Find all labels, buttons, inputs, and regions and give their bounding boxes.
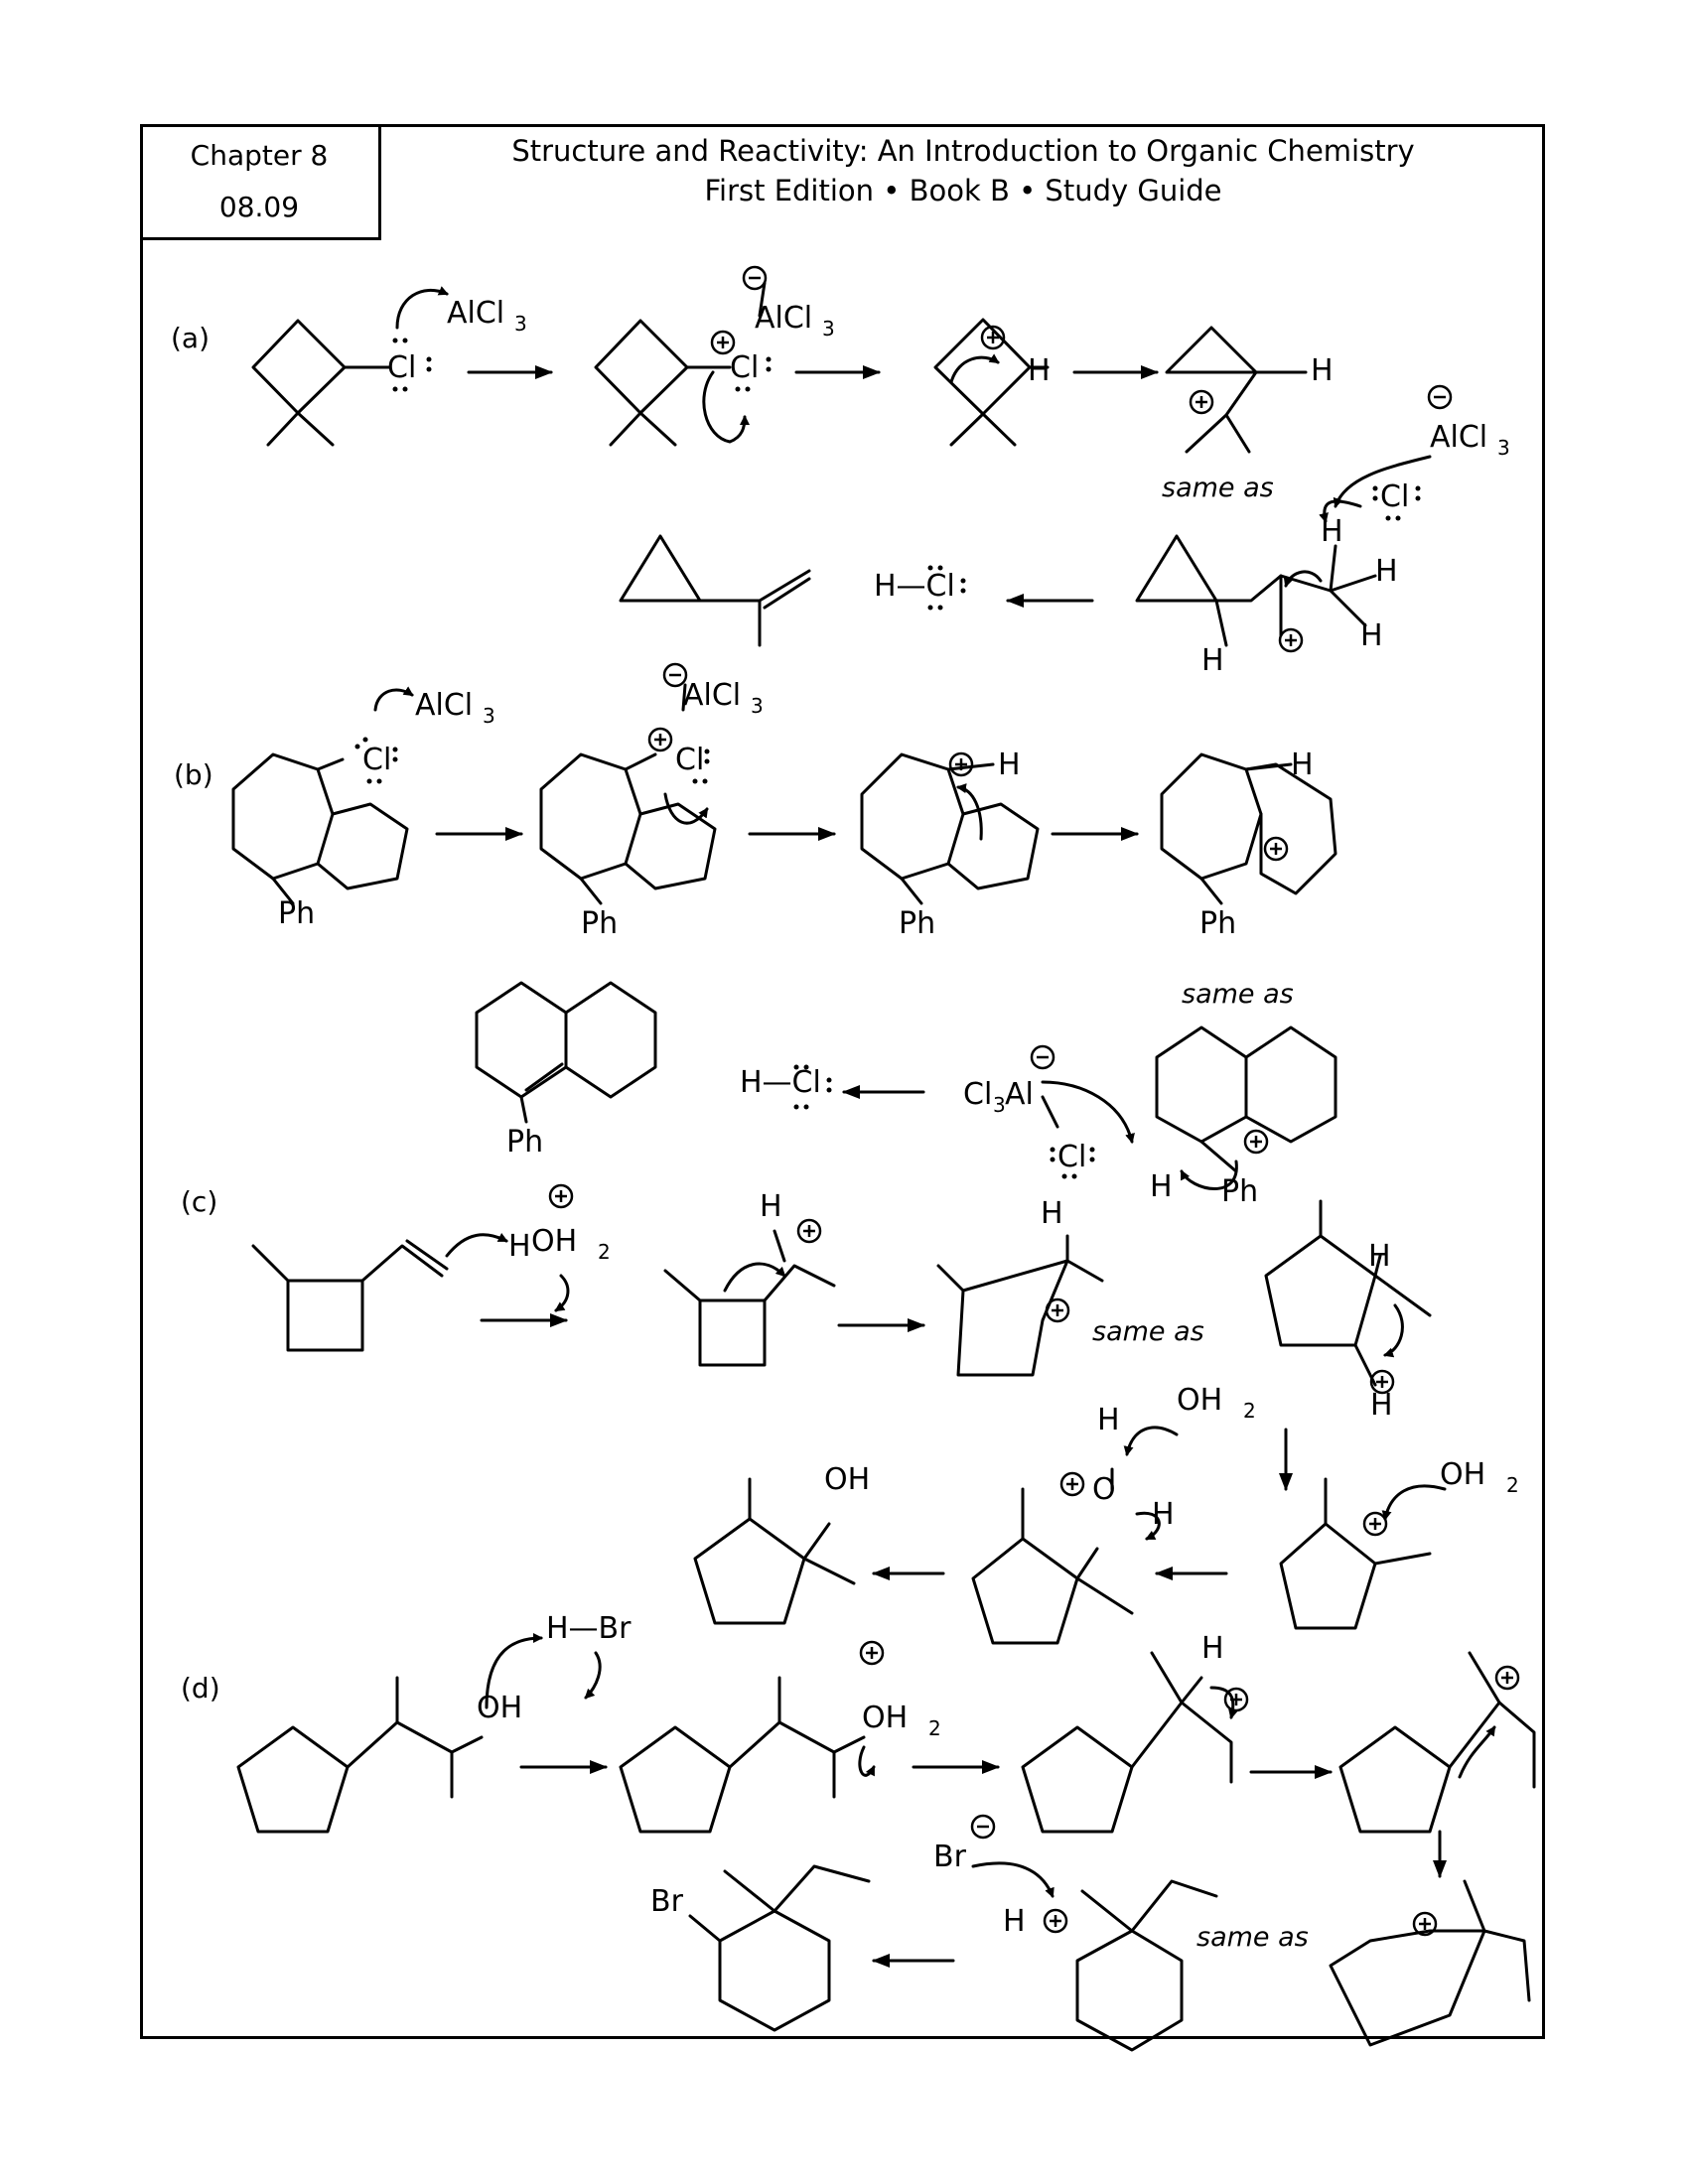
atom-o: O [1092,1472,1116,1507]
reagent-alcl3: AlCl [755,301,812,336]
subscript: 2 [1506,1473,1519,1497]
water: OH [862,1701,908,1735]
group-ph: Ph [1199,906,1236,941]
label-c: (c) [181,1185,217,1218]
atom-h: H [1041,1196,1063,1231]
group-ph: Ph [581,906,618,941]
reagent-alcl3: AlCl [447,296,504,331]
bromide: Br [933,1840,967,1874]
scheme-d [236,1633,1536,2052]
reagent-alcl3: AlCl [1430,420,1487,455]
subscript: 3 [1497,436,1510,460]
same-as-note: same as [1182,979,1294,1010]
title-line-2: First Edition • Book B • Study Guide [704,174,1222,207]
atom-h: H [1152,1497,1175,1532]
scheme-a [251,281,1432,647]
atom-h: H [1311,353,1334,388]
hydroxyl: OH [477,1691,522,1725]
atom-h: H [1201,1631,1224,1666]
label-d: (d) [181,1672,220,1705]
same-as-note: same as [1162,473,1274,503]
subscript: 2 [1243,1399,1256,1423]
atom-h: H [1150,1169,1173,1204]
atom-h: H [1201,643,1224,678]
charges [548,265,1520,1937]
chapter-label: Chapter 8 [190,139,329,172]
atom-h: H [1368,1239,1391,1274]
atom-cl: Cl [362,743,391,777]
water: OH [1440,1457,1485,1492]
atom-h: H [1370,1388,1393,1423]
atom-h: H [1028,353,1051,388]
atom-h: H [1360,618,1383,653]
byproduct-hcl: H—Cl [740,1065,821,1100]
subscript: 3 [993,1093,1006,1117]
atom-h: H [1003,1904,1026,1939]
section-number: 08.09 [218,191,300,223]
title-line-1: Structure and Reactivity: An Introductio… [511,134,1415,168]
bromine: Br [650,1884,684,1919]
page-frame [140,124,1545,2039]
atom-cl: Cl [387,350,416,385]
group-ph: Ph [899,906,935,941]
atom-cl: Cl [1057,1140,1086,1174]
subscript: 3 [514,312,527,336]
label-a: (a) [171,322,210,354]
atom-cl: Cl [730,350,759,385]
reagent-cl3al: Cl [963,1077,992,1112]
hydroxyl: OH [824,1462,870,1497]
scheme-b [231,683,1337,1190]
water: OH [1177,1383,1222,1418]
same-as-note: same as [1196,1922,1309,1953]
atom-h: H [1097,1403,1120,1437]
label-b: (b) [174,758,213,791]
subscript: 3 [822,317,835,341]
atom-h: H [1291,748,1314,782]
reagent-alcl3: AlCl [683,678,741,713]
book-title: Structure and Reactivity: An Introductio… [381,131,1545,210]
atom-cl: Cl [675,743,704,777]
reagent-alcl3: AlCl [415,688,473,723]
subscript: 3 [751,694,764,718]
subscript: 2 [598,1240,611,1264]
atom-h: H [508,1229,531,1264]
atom-cl: Cl [1380,479,1409,514]
same-as-note: same as [1092,1316,1204,1347]
reagent-cl3al-al: Al [1005,1077,1034,1112]
water: OH [531,1224,577,1259]
byproduct-hcl: H—Cl [874,569,955,604]
group-ph: Ph [1221,1174,1258,1209]
group-ph: Ph [506,1125,543,1160]
subscript: 2 [928,1716,941,1740]
chapter-box: Chapter 8 08.09 [140,124,381,240]
atom-h: H [760,1189,782,1224]
subscript: 3 [483,704,495,728]
scheme-c [251,1199,1447,1645]
atom-h: H [1321,514,1343,549]
reagent-hbr: H—Br [546,1611,632,1646]
group-ph: Ph [278,896,315,931]
lone-pairs [354,338,1421,1179]
atom-h: H [998,748,1021,782]
atom-h: H [1375,554,1398,589]
